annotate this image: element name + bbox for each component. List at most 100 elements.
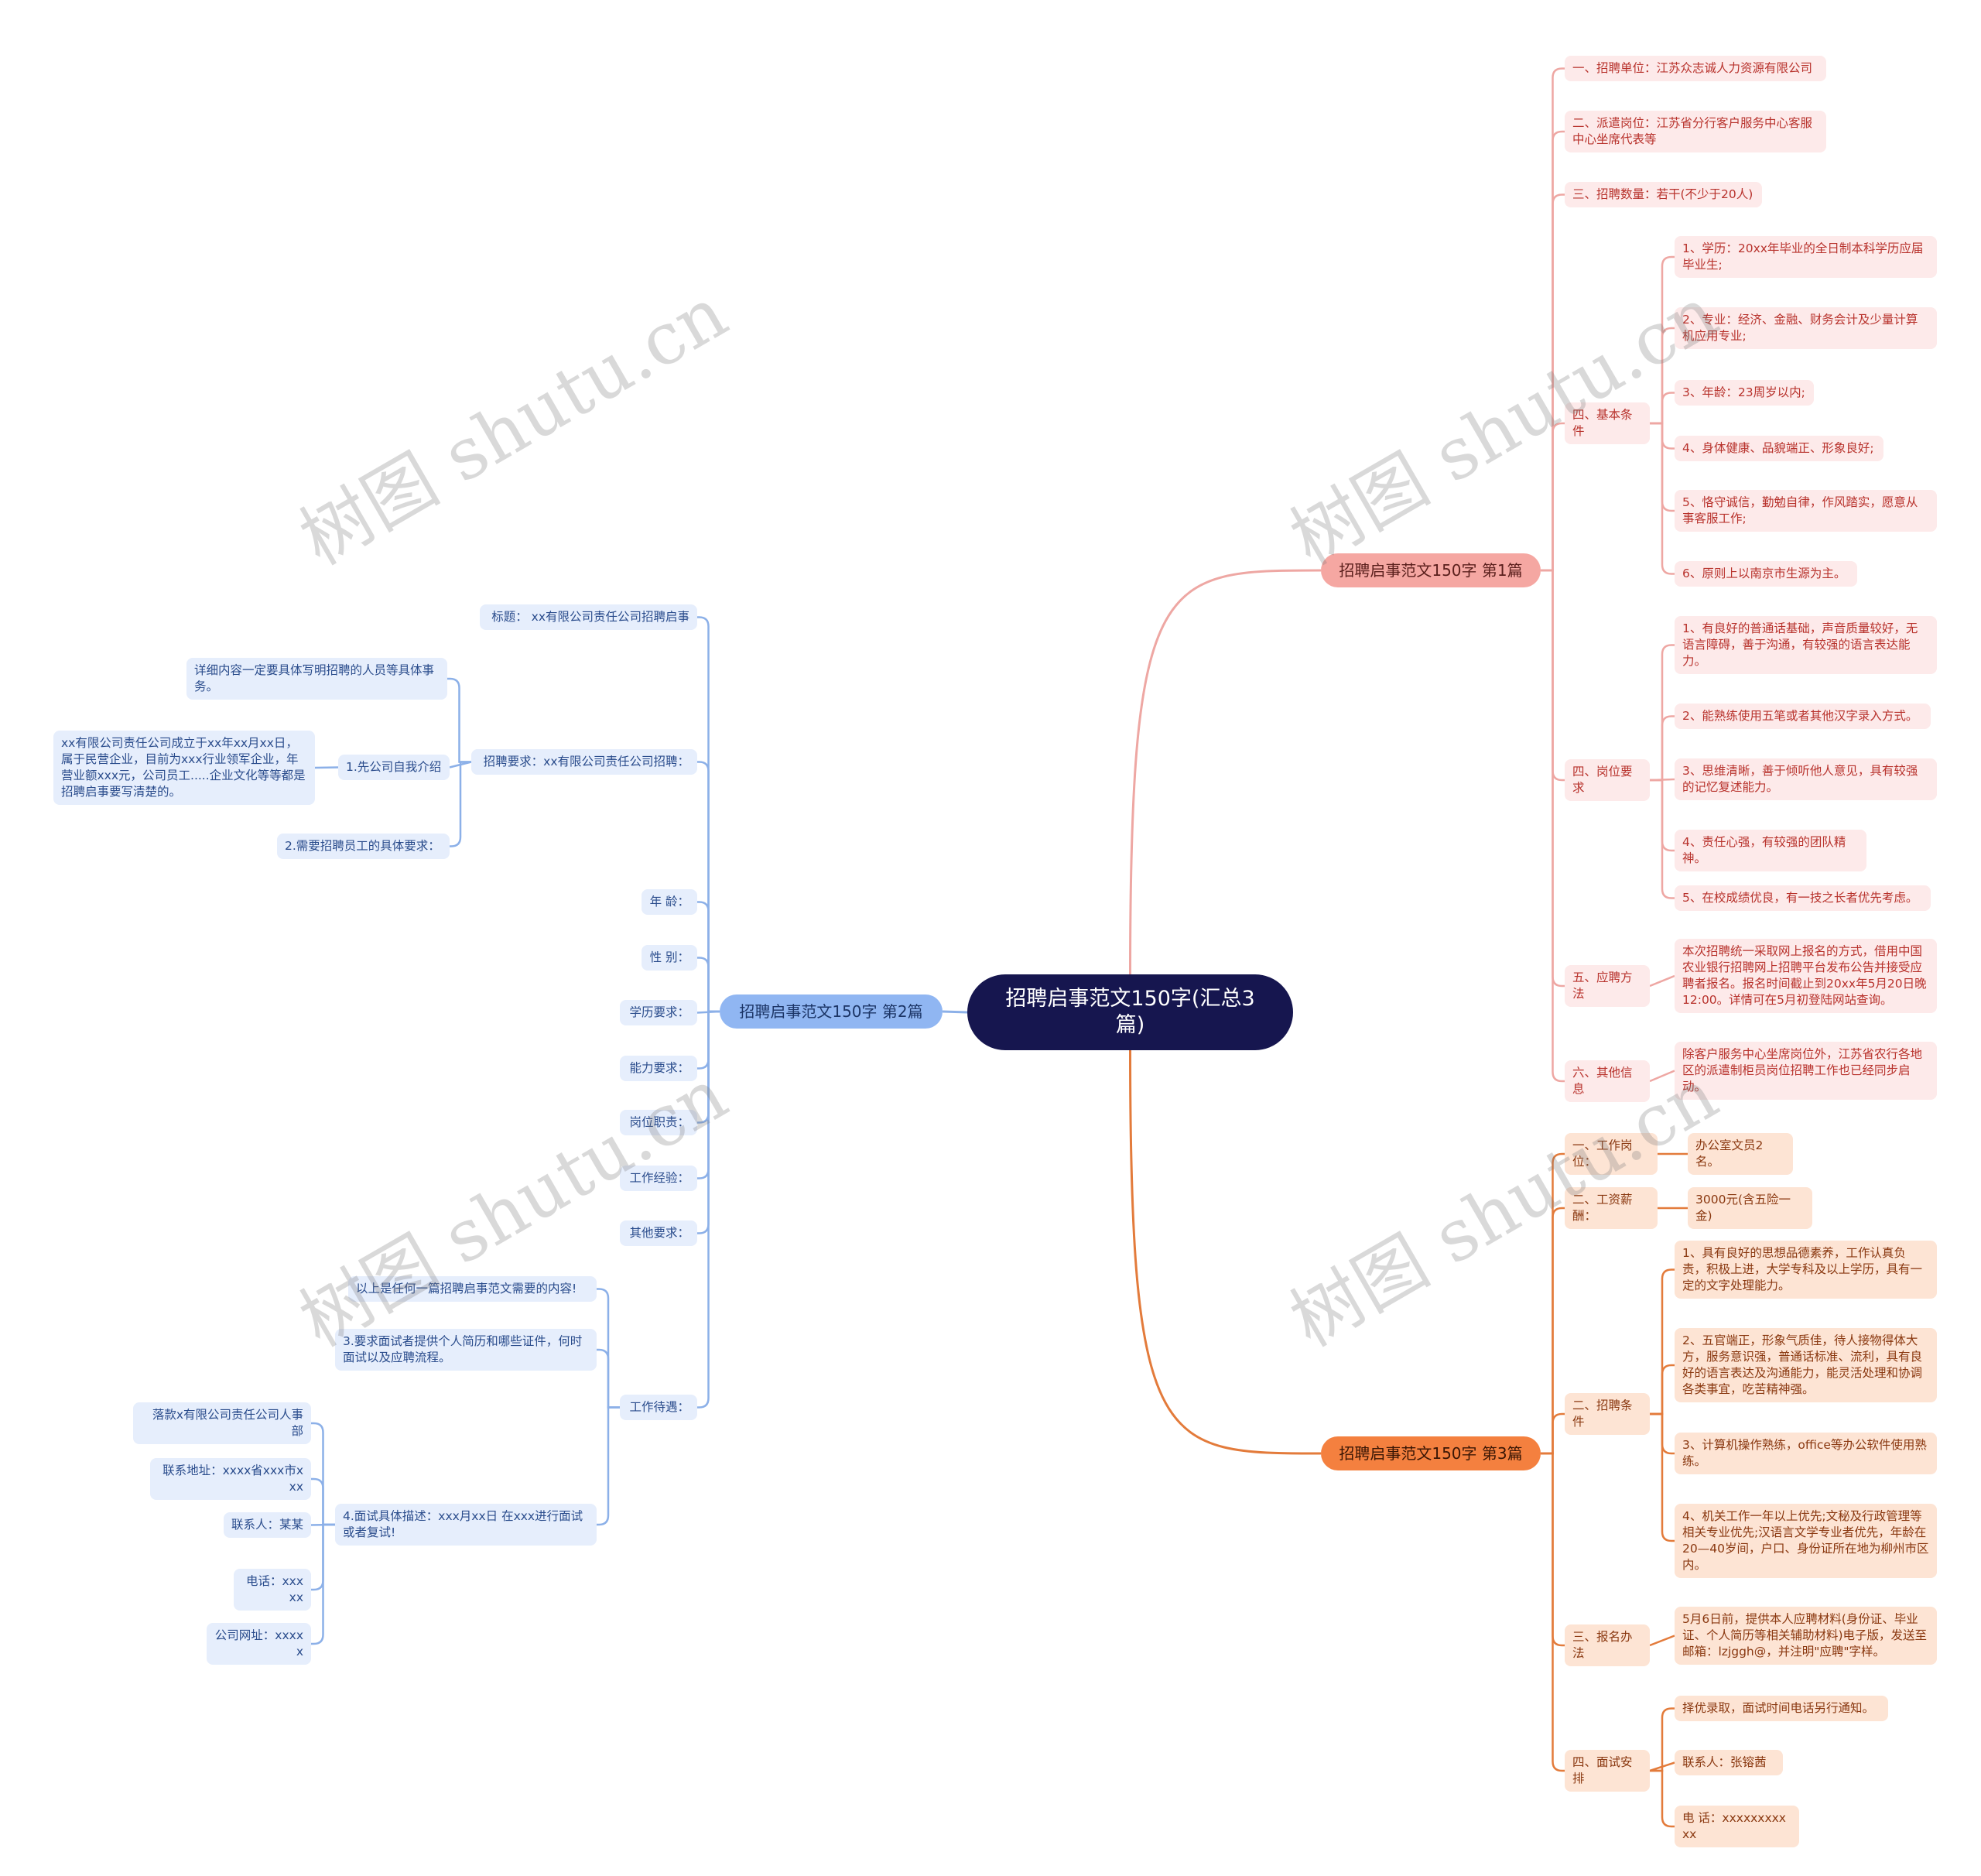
connector-line: [1650, 1707, 1675, 1772]
register-method-detail[interactable]: 5月6日前，提供本人应聘材料(身份证、毕业证、个人简历等相关辅助材料)电子版，发…: [1675, 1607, 1937, 1665]
list-item[interactable]: 6、原则上以南京市生源为主。: [1675, 561, 1857, 587]
list-item[interactable]: 4、责任心强，有较强的团队精神。: [1675, 830, 1866, 871]
connector-line: [1541, 1152, 1565, 1455]
topic-register-method[interactable]: 三、报名办法: [1565, 1624, 1650, 1666]
connector-line: [1650, 779, 1675, 899]
connector-line: [1541, 193, 1565, 572]
topic-salary[interactable]: 二、工资薪酬：: [1565, 1187, 1658, 1229]
connector-line: [311, 1523, 335, 1645]
company-intro-detail[interactable]: xx有限公司责任公司成立于xx年xx月xx日，属于民营企业，目前为xxx行业领军…: [53, 731, 315, 805]
contact-person[interactable]: 联系人：某某: [224, 1512, 311, 1538]
contact-phone[interactable]: 电 话：xxxxxxxxxxx: [1675, 1806, 1799, 1847]
topic-apply-method[interactable]: 五、应聘方法: [1565, 965, 1650, 1007]
connector-line: [1649, 1635, 1675, 1647]
specific-requirements[interactable]: 2.需要招聘员工的具体要求：: [277, 834, 450, 859]
connector-line: [311, 1477, 335, 1526]
topic-duties[interactable]: 岗位职责：: [620, 1110, 697, 1135]
connector-line: [1650, 327, 1675, 425]
connector-line: [697, 1010, 720, 1409]
detail-note[interactable]: 详细内容一定要具体写明招聘的人员等具体事务。: [186, 658, 447, 700]
topic-basic-conditions[interactable]: 四、基本条件: [1565, 402, 1650, 444]
connector-line: [1541, 1412, 1565, 1455]
signature-dept[interactable]: 落款x有限公司责任公司人事部: [133, 1402, 311, 1444]
summary-note[interactable]: 以上是任何一篇招聘启事范文需要的内容!: [348, 1276, 597, 1302]
topic-recruit-count[interactable]: 三、招聘数量：若干(不少于20人): [1565, 182, 1762, 207]
list-item[interactable]: 3、思维清晰，善于倾听他人意见，具有较强的记忆复述能力。: [1675, 758, 1937, 800]
connector-line: [697, 616, 720, 1013]
connector-line: [1129, 569, 1322, 975]
work-post-detail[interactable]: 办公室文员2名。: [1688, 1133, 1793, 1175]
list-item[interactable]: 4、机关工作一年以上优先;文秘及行政管理等相关专业优先;汉语言文学专业者优先，年…: [1675, 1504, 1937, 1578]
list-item[interactable]: 2、能熟练使用五笔或者其他汉字录入方式。: [1675, 704, 1931, 729]
topic-title[interactable]: 标题： xx有限公司责任公司招聘启事: [480, 604, 697, 630]
topic-ability[interactable]: 能力要求：: [620, 1056, 697, 1081]
root-topic[interactable]: 招聘启事范文150字(汇总3篇): [967, 974, 1293, 1050]
list-item[interactable]: 1、有良好的普通话基础，声音质量较好，无语言障碍，善于沟通，有较强的语言表达能力…: [1675, 616, 1937, 674]
topic-age[interactable]: 年 龄：: [642, 889, 697, 915]
list-item[interactable]: 5、在校成绩优良，有一技之长者优先考虑。: [1675, 885, 1931, 911]
connector-line: [1650, 1268, 1675, 1416]
topic-education[interactable]: 学历要求：: [620, 1000, 697, 1025]
connector-line: [597, 1288, 620, 1409]
connector-line: [697, 957, 720, 1013]
list-item[interactable]: 2、五官端正，形象气质佳，待人接物得体大方，服务意识强，普通话标准、流利，具有良…: [1675, 1328, 1937, 1402]
apply-method-detail[interactable]: 本次招聘统一采取网上报名的方式，借用中国农业银行招聘网上招聘平台发布公告并接受应…: [1675, 939, 1937, 1013]
topic-other-info[interactable]: 六、其他信息: [1565, 1060, 1650, 1102]
connector-line: [1541, 422, 1565, 572]
topic-recruit-conditions[interactable]: 二、招聘条件: [1565, 1393, 1650, 1435]
topic-work-post[interactable]: 一、工作岗位：: [1565, 1133, 1658, 1175]
company-intro[interactable]: 1.先公司自我介绍: [338, 755, 450, 780]
list-item[interactable]: 1、具有良好的思想品德素养，工作认真负责，积极上进，大学专科及以上学历，具有一定…: [1675, 1241, 1937, 1299]
connector-line: [697, 761, 720, 1013]
topic-gender[interactable]: 性 别：: [642, 945, 697, 971]
topic-dispatch-post[interactable]: 二、派遣岗位：江苏省分行客户服务中心客服中心坐席代表等: [1565, 111, 1826, 152]
other-info-detail[interactable]: 除客户服务中心坐席岗位外，江苏省农行各地区的派遣制柜员岗位招聘工作也已经同步启动…: [1675, 1042, 1937, 1100]
topic-requirements[interactable]: 招聘要求：xx有限公司责任公司招聘：: [471, 749, 697, 775]
list-item[interactable]: 3、计算机操作熟练，office等办公软件使用熟练。: [1675, 1433, 1937, 1474]
connector-line: [697, 901, 720, 1013]
interview-description[interactable]: 4.面试具体描述：xxx月xx日 在xxx进行面试或者复试!: [335, 1504, 597, 1546]
connector-line: [1650, 392, 1675, 425]
branch-article-3[interactable]: 招聘启事范文150字 第3篇: [1321, 1436, 1541, 1470]
topic-other-requirements[interactable]: 其他要求：: [620, 1220, 697, 1246]
connector-line: [1650, 644, 1675, 782]
branch-article-2[interactable]: 招聘启事范文150字 第2篇: [720, 994, 943, 1029]
topic-interview-arrangement[interactable]: 四、面试安排: [1565, 1750, 1650, 1792]
list-item[interactable]: 1、学历：20xx年毕业的全日制本科学历应届毕业生;: [1675, 236, 1937, 278]
connector-line: [1541, 1207, 1565, 1455]
connector-line: [1541, 130, 1565, 572]
contact-person[interactable]: 联系人：张镕茜: [1675, 1750, 1783, 1775]
connector-line: [1650, 1412, 1675, 1542]
connector-line: [314, 766, 339, 769]
connector-line: [1649, 974, 1675, 988]
connector-line: [447, 677, 471, 763]
list-item[interactable]: 2、专业：经济、金融、财务会计及少量计算机应用专业;: [1675, 307, 1937, 349]
connector-line: [1129, 1049, 1322, 1455]
topic-benefits[interactable]: 工作待遇：: [620, 1395, 697, 1420]
connector-line: [311, 1422, 335, 1526]
branch-article-1[interactable]: 招聘启事范文150字 第1篇: [1321, 553, 1541, 587]
salary-detail[interactable]: 3000元(含五险一金): [1688, 1187, 1812, 1229]
topic-experience[interactable]: 工作经验：: [620, 1166, 697, 1191]
connector-line: [1541, 67, 1565, 572]
connector-line: [597, 1348, 620, 1409]
connector-line: [1650, 255, 1675, 425]
connector-line: [1541, 569, 1565, 1083]
list-item[interactable]: 择优录取，面试时间电话另行通知。: [1675, 1696, 1888, 1721]
connector-line: [597, 1406, 620, 1526]
resume-requirement[interactable]: 3.要求面试者提供个人简历和哪些证件，何时面试以及应聘流程。: [335, 1329, 597, 1371]
topic-recruiting-unit[interactable]: 一、招聘单位：江苏众志诚人力资源有限公司: [1565, 56, 1826, 81]
connector-line: [1650, 422, 1675, 575]
connector-line: [1650, 1364, 1675, 1416]
topic-post-requirements[interactable]: 四、岗位要求: [1565, 759, 1650, 801]
contact-phone[interactable]: 电话：xxxxx: [234, 1569, 311, 1611]
list-item[interactable]: 4、身体健康、品貌端正、形象良好;: [1675, 436, 1883, 461]
company-website[interactable]: 公司网址：xxxxx: [207, 1623, 311, 1665]
connector-line: [1649, 1070, 1675, 1083]
contact-address[interactable]: 联系地址：xxxx省xxx市xxx: [150, 1458, 311, 1500]
list-item[interactable]: 5、恪守诚信，勤勉自律，作风踏实，愿意从事客服工作;: [1675, 490, 1937, 532]
connector-line: [1649, 1761, 1675, 1772]
connector-line: [1650, 1769, 1675, 1828]
list-item[interactable]: 3、年龄：23周岁以内;: [1675, 380, 1814, 406]
